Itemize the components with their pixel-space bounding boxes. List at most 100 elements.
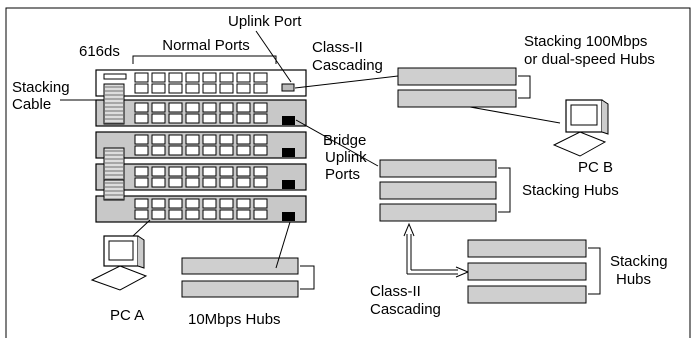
- switch-port: [168, 113, 183, 124]
- switch-port: [219, 83, 234, 94]
- stacking-100-label-line2: or dual-speed Hubs: [524, 51, 655, 68]
- bridge-uplink-port-4: [282, 180, 295, 189]
- switch-unit-3: [95, 131, 307, 159]
- stacking-hub-right-2: [467, 262, 587, 281]
- switch-port: [219, 72, 234, 83]
- switch-port: [236, 166, 251, 177]
- switch-unit-4: [95, 163, 307, 191]
- switch-display-slot: [103, 73, 127, 80]
- uplink-port-label: Uplink Port: [228, 13, 302, 30]
- class2-top-label-line1: Class-II: [312, 39, 363, 56]
- frame-border: [5, 7, 691, 338]
- switch-port: [236, 134, 251, 145]
- stacking-hubs-mid-label: Stacking Hubs: [522, 182, 619, 199]
- pc-b-monitor-side: [601, 99, 609, 135]
- switch-port: [253, 83, 268, 94]
- switch-port: [219, 113, 234, 124]
- switch-port: [236, 198, 251, 209]
- switch-port: [185, 134, 200, 145]
- pc-a-monitor-side: [137, 235, 145, 269]
- switch-port: [253, 145, 268, 156]
- stacking-hub-mid-bracket: [498, 167, 511, 213]
- bridge-uplink-port-2: [282, 116, 295, 125]
- pc-b-icon: [469, 99, 609, 157]
- switch-port: [253, 134, 268, 145]
- stacking-hub-right-3: [467, 285, 587, 304]
- switch-port: [219, 198, 234, 209]
- switch-port: [134, 177, 149, 188]
- hub-10mbps-1: [181, 257, 299, 275]
- switch-port: [253, 166, 268, 177]
- stacking-100-label-line1: Stacking 100Mbps: [524, 33, 647, 50]
- uplink-port-leader: [255, 30, 292, 83]
- switch-port: [151, 177, 166, 188]
- switch-stack: [95, 69, 307, 223]
- switch-port: [185, 166, 200, 177]
- switch-port: [219, 102, 234, 113]
- switch-port: [151, 134, 166, 145]
- switch-port: [202, 83, 217, 94]
- switch-port: [253, 198, 268, 209]
- switch-port: [219, 166, 234, 177]
- pc-b-label: PC B: [578, 159, 613, 176]
- switch-port: [253, 209, 268, 220]
- pc-a-keyboard: [90, 265, 148, 291]
- switch-port: [168, 198, 183, 209]
- switch-port: [168, 83, 183, 94]
- class2-top-label-line2: Cascading: [312, 57, 383, 74]
- switch-port: [253, 102, 268, 113]
- switch-port: [185, 177, 200, 188]
- normal-ports-bracket: [132, 55, 277, 64]
- switch-port: [168, 166, 183, 177]
- switch-port: [236, 102, 251, 113]
- switch-port: [151, 145, 166, 156]
- stacking-hub-right-bracket: [588, 247, 601, 295]
- switch-port: [202, 72, 217, 83]
- hub-10mbps-link: [275, 221, 291, 269]
- unit-name-label: 616ds: [79, 43, 120, 60]
- bridge-uplink-port-5: [282, 212, 295, 221]
- switch-port: [236, 113, 251, 124]
- stacking-hubs-right-label-line2: Hubs: [616, 271, 651, 288]
- stacking-hub-mid-1: [379, 159, 497, 178]
- pc-b-screen: [570, 104, 598, 126]
- arrow-head-up: [403, 222, 415, 237]
- switch-port: [202, 166, 217, 177]
- switch-port: [185, 145, 200, 156]
- switch-port: [236, 72, 251, 83]
- switch-port: [134, 134, 149, 145]
- switch-port: [134, 102, 149, 113]
- switch-port: [202, 113, 217, 124]
- switch-port: [151, 209, 166, 220]
- switch-port: [253, 177, 268, 188]
- switch-port: [185, 102, 200, 113]
- switch-port: [236, 209, 251, 220]
- switch-port: [236, 83, 251, 94]
- switch-port: [185, 209, 200, 220]
- switch-units-ports: [134, 102, 268, 220]
- switch-port: [219, 145, 234, 156]
- switch-port: [202, 198, 217, 209]
- class2-top-link: [294, 75, 399, 89]
- hubs-10mbps-label: 10Mbps Hubs: [188, 311, 281, 328]
- switch-port: [168, 177, 183, 188]
- switch-port: [151, 166, 166, 177]
- switch-port: [202, 209, 217, 220]
- switch-port: [202, 134, 217, 145]
- switch-unit-1: [95, 69, 307, 97]
- switch-port: [202, 145, 217, 156]
- switch-port: [151, 198, 166, 209]
- switch-port: [236, 145, 251, 156]
- switch-port: [168, 145, 183, 156]
- switch-port: [219, 177, 234, 188]
- pc-a-screen: [108, 240, 134, 261]
- pc-b-keyboard: [552, 131, 607, 157]
- hub-100mbps-2: [397, 89, 517, 108]
- switch-port: [253, 72, 268, 83]
- switch-port: [151, 83, 166, 94]
- switch-port: [134, 113, 149, 124]
- stacking-cable-label-line2: Cable: [12, 96, 51, 113]
- class2-bottom-label-line1: Class-II: [370, 283, 421, 300]
- switch-port: [185, 72, 200, 83]
